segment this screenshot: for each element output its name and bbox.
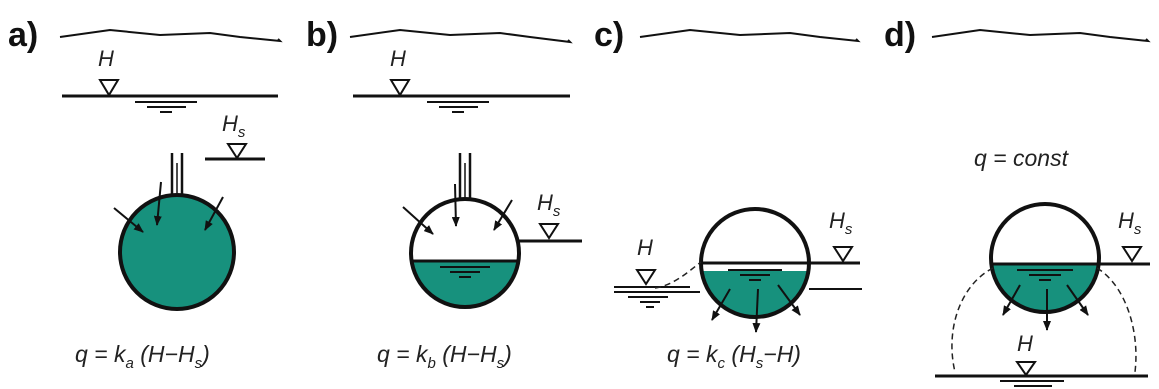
pipe-partial-d — [989, 202, 1101, 314]
water-level-ticks-b — [427, 101, 489, 113]
head-marker-a — [98, 79, 120, 97]
groundwater-ticks-d — [1000, 380, 1064, 387]
sewer-head-label-d: Hs — [1118, 208, 1142, 238]
head-label-b: H — [390, 46, 406, 71]
pipe-water-b — [411, 261, 519, 307]
panel-label-c: c) — [594, 16, 624, 54]
manhole-shaft-a — [170, 153, 184, 200]
formula-b: q = kb (H−Hs) — [377, 341, 512, 372]
panel-a: a) H Hs q = ka (H−Hs) — [8, 16, 283, 372]
head-label-d: H — [1017, 331, 1033, 356]
formula-c: q = kc (Hs−H) — [667, 341, 801, 372]
manhole-shaft-b — [458, 153, 472, 200]
pipe-full-a — [118, 193, 236, 311]
ground-surface-c — [639, 28, 861, 43]
sewer-head-marker-a — [226, 143, 248, 160]
sewer-head-label-a: Hs — [222, 111, 246, 141]
infiltration-arrows-a — [113, 181, 224, 233]
head-marker-c — [635, 269, 657, 286]
panel-b: b) H Hs q = kb (H−Hs) — [306, 16, 582, 372]
head-label-c: H — [637, 235, 653, 260]
sewer-head-marker-b — [538, 223, 560, 240]
sewer-head-label-c: Hs — [829, 208, 853, 238]
water-level-ticks-a — [135, 101, 197, 113]
ground-surface-a — [59, 28, 283, 43]
panel-label-b: b) — [306, 16, 338, 54]
exfiltration-arrows-d — [1002, 284, 1089, 331]
head-marker-d — [1015, 361, 1037, 377]
seepage-curve-right-d — [1096, 267, 1137, 373]
panel-c: c) Hs H q = kc (Hs−H) — [594, 16, 862, 372]
ground-surface-b — [349, 28, 573, 44]
exfiltration-arrows-c — [711, 284, 801, 333]
panel-label-d: d) — [884, 16, 916, 54]
formula-a: q = ka (H−Hs) — [75, 341, 210, 372]
infiltration-arrows-b — [402, 183, 513, 235]
sewer-head-marker-c — [832, 246, 854, 263]
sewer-head-marker-d — [1121, 246, 1143, 263]
panel-d: d) q = const Hs H — [884, 16, 1151, 387]
pipe-water-ticks-b — [440, 266, 490, 278]
pipe-partial-c — [699, 207, 811, 319]
ground-surface-d — [931, 28, 1151, 43]
formula-d: q = const — [974, 145, 1070, 171]
sewer-head-label-b: Hs — [537, 190, 561, 220]
head-label-a: H — [98, 46, 114, 71]
pipe-water-ticks-c — [728, 269, 782, 281]
pipe-partial-b — [409, 197, 521, 309]
panel-label-a: a) — [8, 16, 38, 54]
seepage-curve-left-d — [951, 267, 994, 373]
groundwater-ticks-c — [628, 296, 668, 308]
seepage-curve-c — [654, 261, 702, 289]
head-marker-b — [389, 79, 411, 97]
pipe-water-ticks-d — [1017, 269, 1073, 281]
